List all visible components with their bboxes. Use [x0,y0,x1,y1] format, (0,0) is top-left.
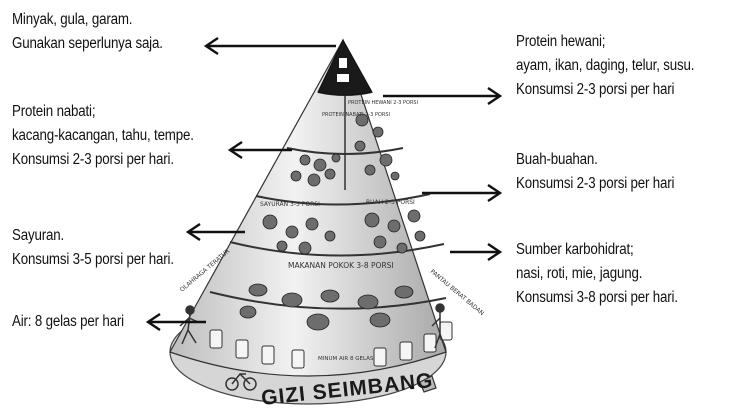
label-line: Konsumsi 3-5 porsi per hari. [12,248,174,272]
label-line: Konsumsi 2-3 porsi per hari. [12,148,194,172]
tier-caption-buah: BUAH 2-3 PORSI [366,199,415,206]
label-line: Protein hewani; [516,30,694,54]
label-sumber-karbohidrat: Sumber karbohidrat; nasi, roti, mie, jag… [516,238,678,310]
label-protein-hewani: Protein hewani; ayam, ikan, daging, telu… [516,30,694,102]
label-line: kacang-kacangan, tahu, tempe. [12,124,194,148]
label-air: Air: 8 gelas per hari [12,310,124,334]
label-line: nasi, roti, mie, jagung. [516,262,678,286]
label-line: Konsumsi 3-8 porsi per hari. [516,286,678,310]
label-sayuran: Sayuran. Konsumsi 3-5 porsi per hari. [12,224,174,272]
label-line: Sumber karbohidrat; [516,238,678,262]
label-line: Protein nabati; [12,100,194,124]
salt-icon [339,58,347,68]
tier-caption-protein-nabati: PROTEIN NABATI 2-3 PORSI [322,112,390,118]
tier-caption-sayuran: SAYURAN 3-5 PORSI [260,201,320,208]
label-line: Buah-buahan. [516,148,674,172]
label-line: Konsumsi 2-3 porsi per hari [516,78,694,102]
label-line: Konsumsi 2-3 porsi per hari [516,172,674,196]
label-line: Gunakan seperlunya saja. [12,32,163,56]
label-line: ayam, ikan, daging, telur, susu. [516,54,694,78]
label-minyak-gula-garam: Minyak, gula, garam. Gunakan seperlunya … [12,8,163,56]
water-note-caption: MINUM AIR 8 GELAS [318,356,374,362]
sugar-icon [337,74,349,82]
label-line: Sayuran. [12,224,174,248]
tier-caption-pokok: MAKANAN POKOK 3-8 PORSI [288,261,394,270]
label-protein-nabati: Protein nabati; kacang-kacangan, tahu, t… [12,100,194,172]
tier-caption-protein-hewani: PROTEIN HEWANI 2-3 PORSI [348,100,418,106]
label-line: Air: 8 gelas per hari [12,310,124,334]
label-line: Minyak, gula, garam. [12,8,163,32]
label-buah-buahan: Buah-buahan. Konsumsi 2-3 porsi per hari [516,148,674,196]
